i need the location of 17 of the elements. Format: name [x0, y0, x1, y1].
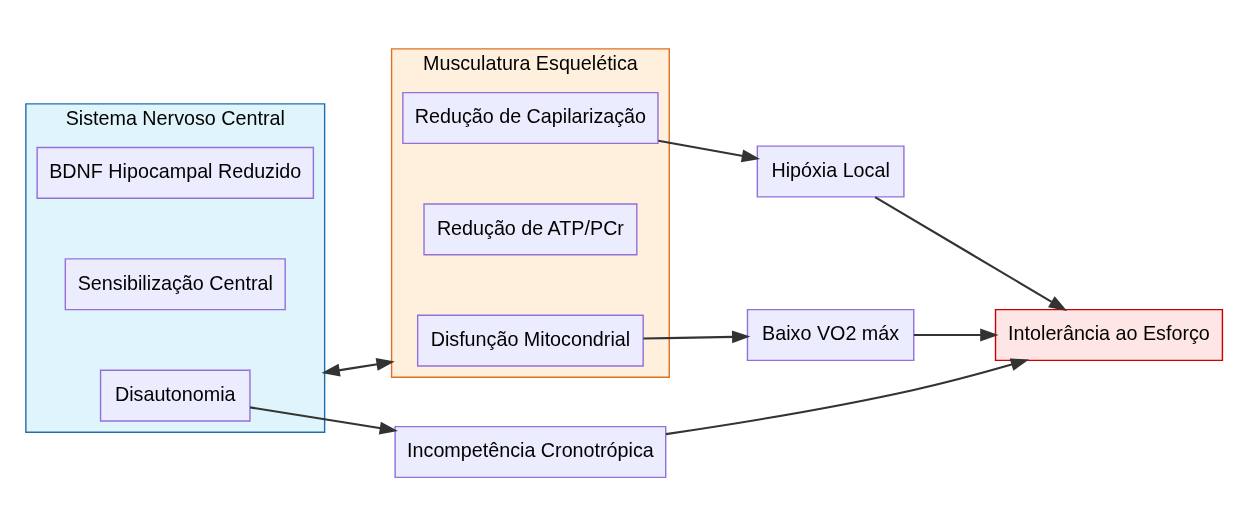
arrow [643, 330, 751, 344]
node-box: Redução de Capilarização [402, 91, 659, 145]
node-box: Sensibilização Central [64, 258, 286, 311]
node-box: Baixo VO2 máx [746, 308, 915, 362]
node-box: Intolerância ao Esforço [994, 308, 1224, 362]
arrow [321, 358, 395, 377]
arrow [249, 406, 398, 435]
node-box: Redução de ATP/PCr [423, 203, 638, 256]
arrow [658, 139, 761, 163]
arrow [665, 358, 1030, 436]
arrow [913, 328, 999, 342]
node-box: Disautonomia [99, 369, 251, 422]
node-box: Incompetência Cronotrópica [394, 425, 667, 479]
node-box: BDNF Hipocampal Reduzido [36, 146, 315, 199]
arrow [874, 196, 1068, 311]
node-box: Hipóxia Local [756, 145, 905, 198]
node-box: Disfunção Mitocondrial [416, 314, 644, 367]
